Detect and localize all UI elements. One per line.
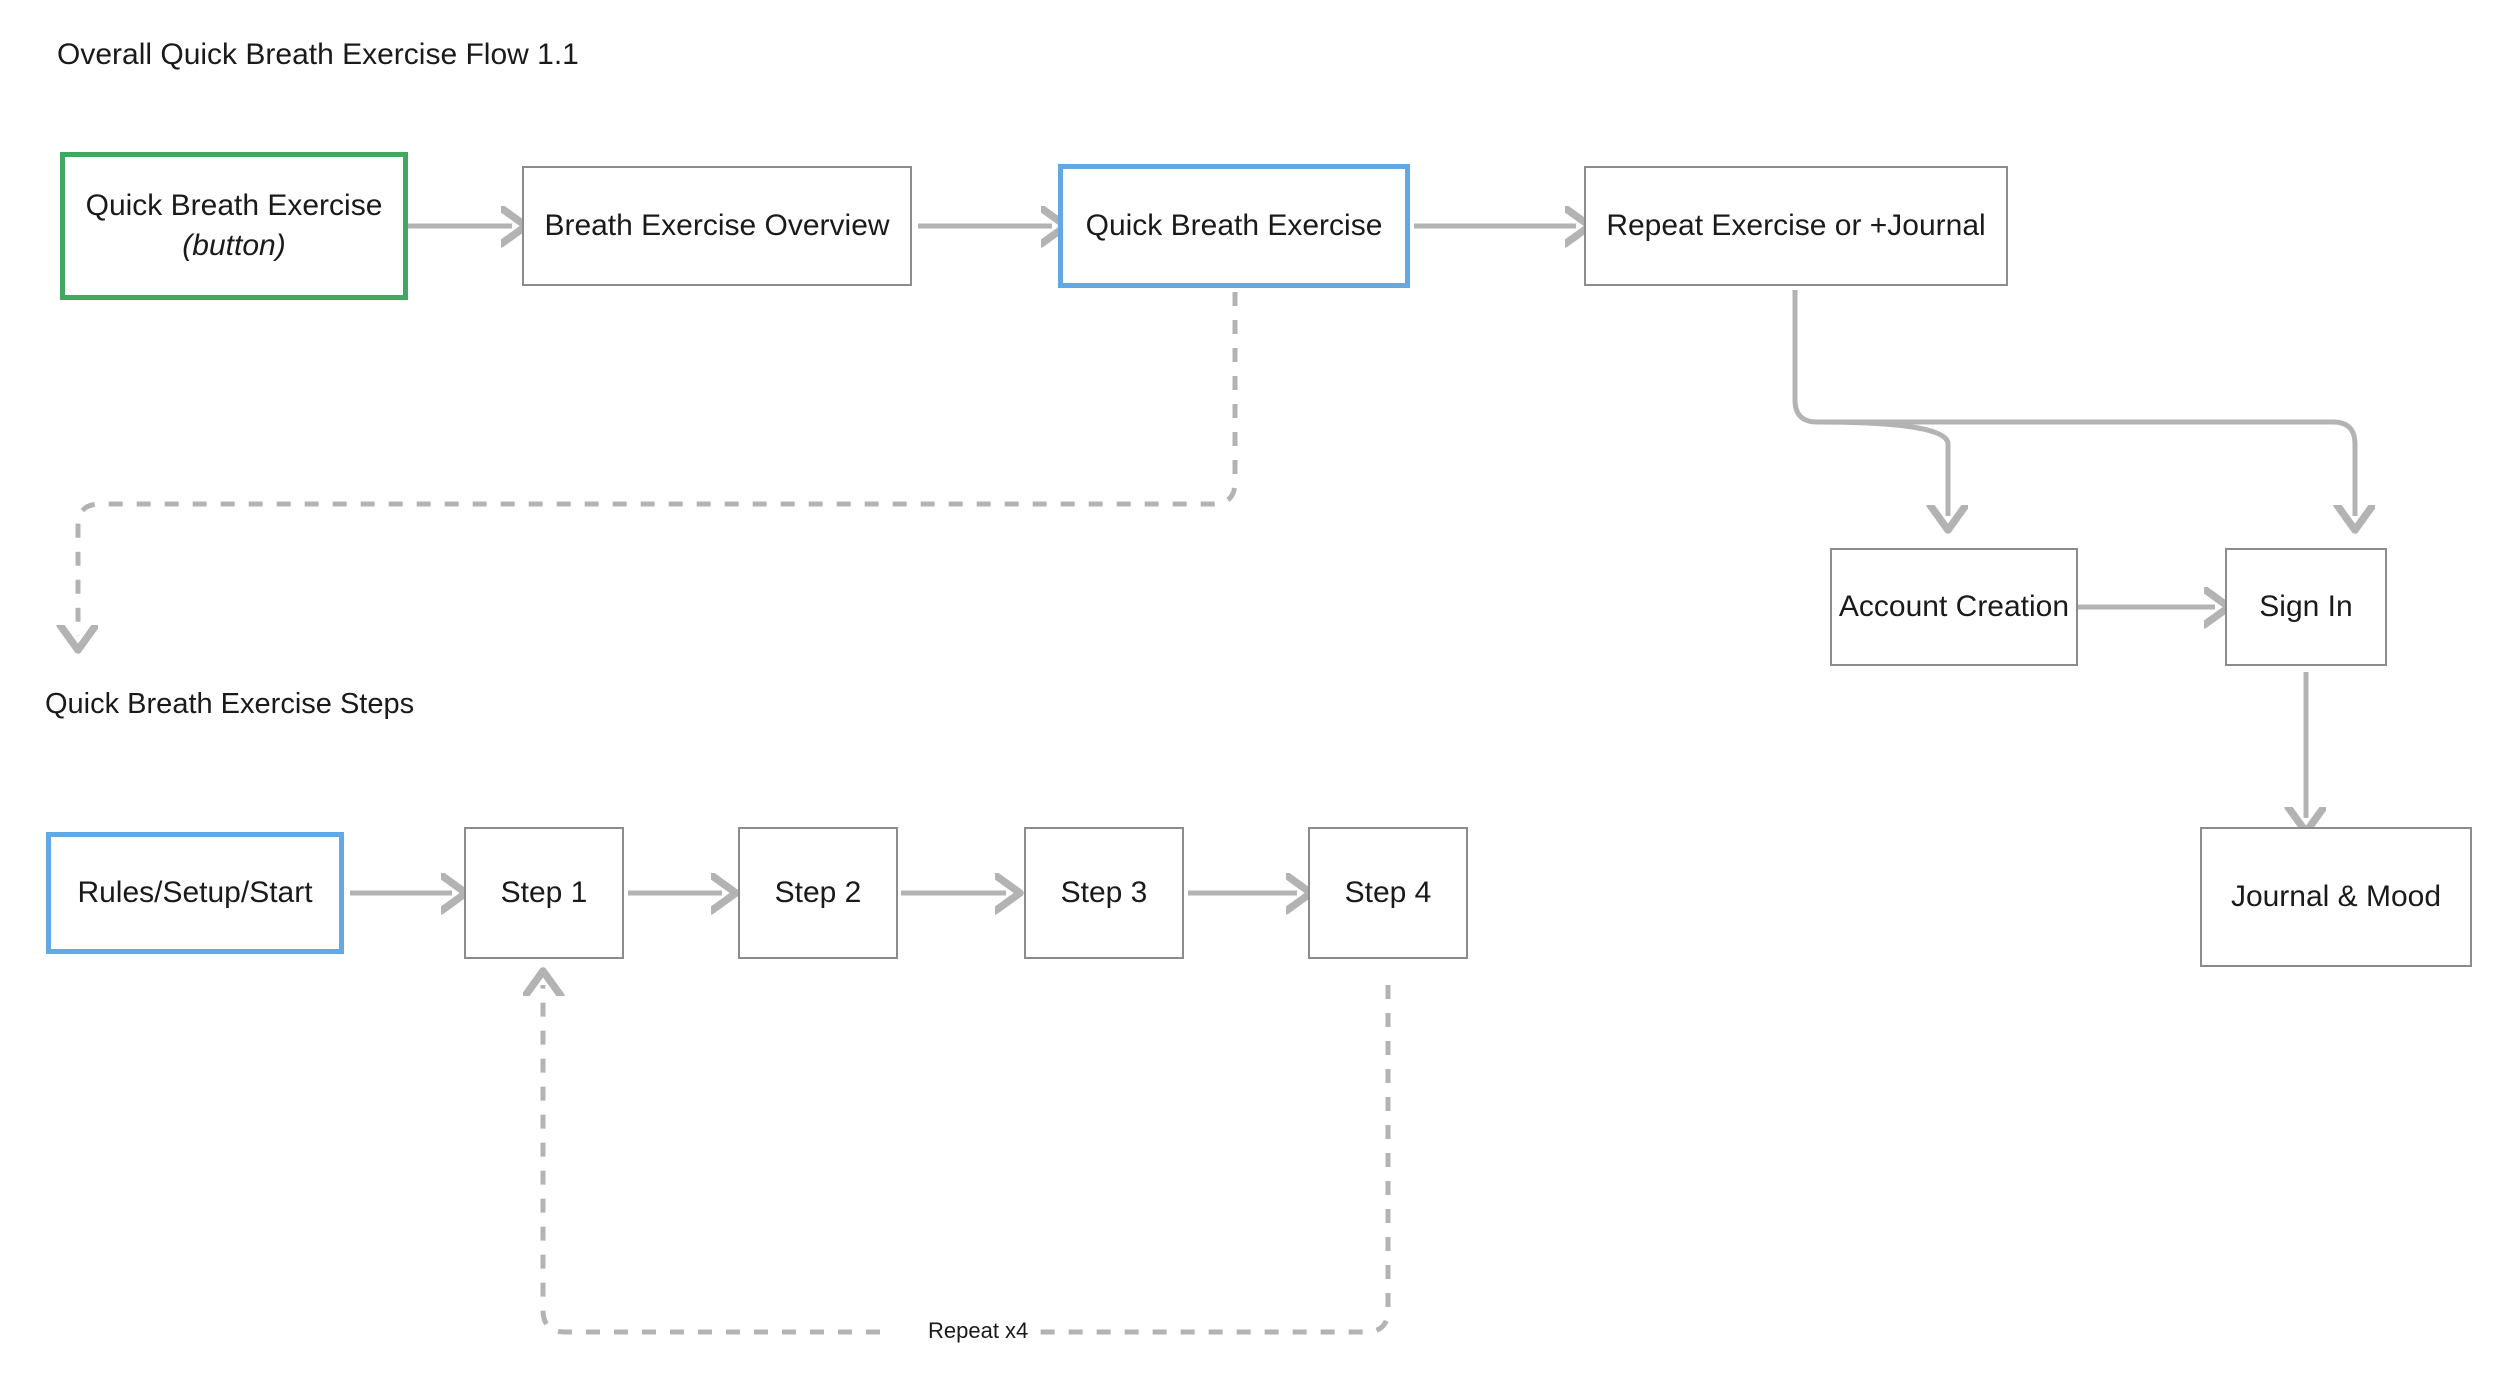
- edge-quick-breath-to-steps-section: [78, 292, 1238, 636]
- node-label: Rules/Setup/Start: [77, 875, 313, 909]
- node-step-3[interactable]: Step 3: [1024, 827, 1184, 959]
- node-label: Step 4: [1344, 875, 1432, 909]
- node-label: Step 1: [500, 875, 588, 909]
- edge-repeat-loop-left: [543, 985, 880, 1335]
- node-quick-breath-exercise-button[interactable]: Quick Breath Exercise (button): [60, 152, 408, 300]
- node-account-creation[interactable]: Account Creation: [1830, 548, 2078, 666]
- node-repeat-exercise-or-journal[interactable]: Repeat Exercise or +Journal: [1584, 166, 2008, 286]
- node-sign-in[interactable]: Sign In: [2225, 548, 2387, 666]
- node-journal-and-mood[interactable]: Journal & Mood: [2200, 827, 2472, 967]
- node-rules-setup-start[interactable]: Rules/Setup/Start: [46, 832, 344, 954]
- node-breath-exercise-overview[interactable]: Breath Exercise Overview: [522, 166, 912, 286]
- node-step-1[interactable]: Step 1: [464, 827, 624, 959]
- node-label: Step 2: [774, 875, 862, 909]
- edge-label-repeat-loop: Repeat x4: [918, 1318, 1039, 1344]
- node-label: Sign In: [2259, 589, 2353, 623]
- node-label: Breath Exercise Overview: [544, 208, 890, 242]
- node-label: Account Creation: [1838, 589, 2070, 623]
- edge-repeat-to-sign-in: [1792, 290, 2355, 516]
- node-label: Quick Breath Exercise: [1085, 208, 1383, 242]
- node-label: Repeat Exercise or +Journal: [1606, 208, 1986, 242]
- edge-repeat-to-account-creation: [1816, 419, 1948, 516]
- node-sublabel: (button): [182, 229, 286, 262]
- node-quick-breath-exercise[interactable]: Quick Breath Exercise: [1058, 164, 1410, 288]
- page-title: Overall Quick Breath Exercise Flow 1.1: [57, 38, 579, 71]
- edge-repeat-loop-right: [1005, 985, 1391, 1335]
- node-step-2[interactable]: Step 2: [738, 827, 898, 959]
- section-title-quick-breath-exercise-steps: Quick Breath Exercise Steps: [45, 688, 415, 720]
- node-label: Journal & Mood: [2230, 879, 2442, 913]
- node-label: Step 3: [1060, 875, 1148, 909]
- node-step-4[interactable]: Step 4: [1308, 827, 1468, 959]
- node-label: Quick Breath Exercise: [85, 188, 383, 222]
